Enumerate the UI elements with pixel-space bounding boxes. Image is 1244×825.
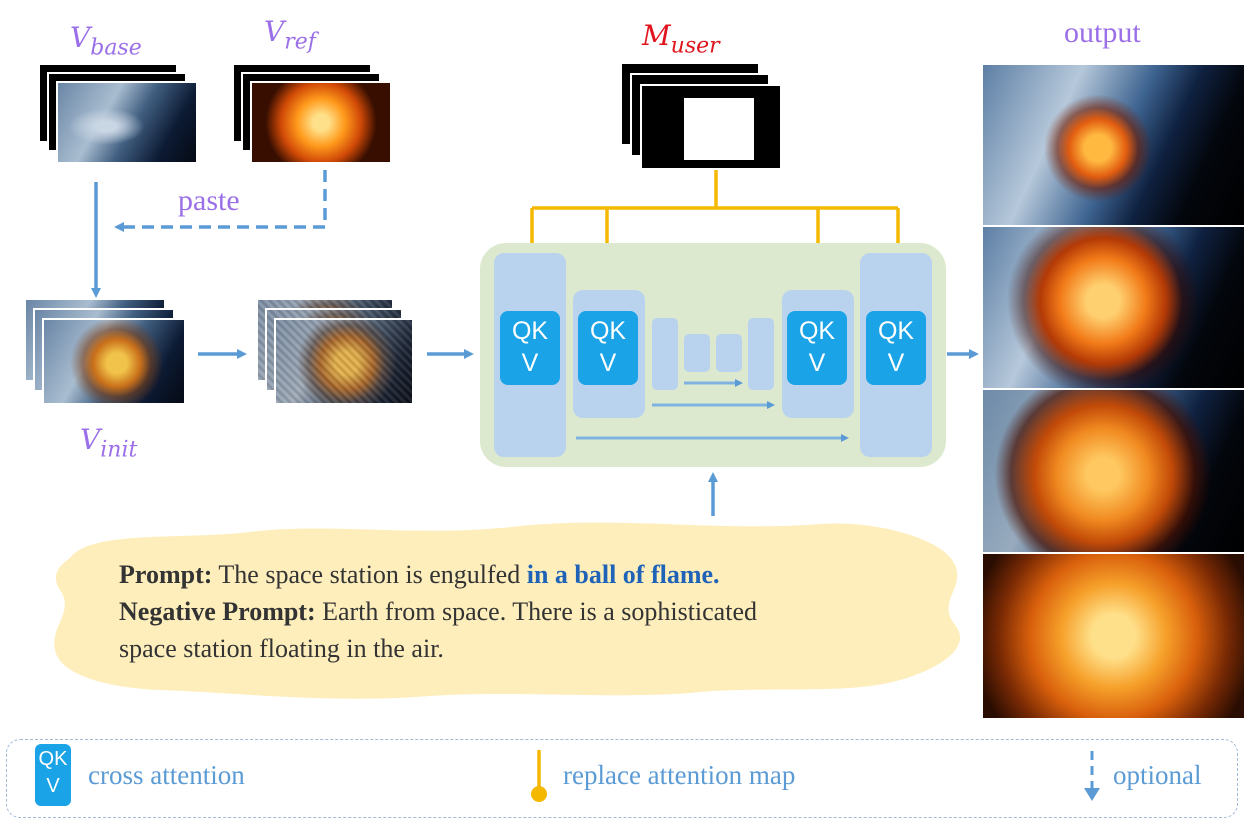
prompt-highlight: in a ball of flame.	[526, 560, 720, 589]
m-user-mask-stack	[620, 62, 782, 170]
replace-map-legend-icon	[531, 750, 547, 802]
legend-box	[6, 739, 1238, 818]
negative-prompt-line-2: space station floating in the air.	[119, 634, 444, 663]
output-frame-3	[983, 390, 1244, 552]
output-label: output	[1064, 16, 1141, 49]
v-init-label: Vinit	[80, 423, 138, 463]
paste-label: paste	[178, 184, 240, 217]
prompt-text-block: Prompt: The space station is engulfed in…	[119, 556, 949, 667]
negative-prompt-line: Negative Prompt: Earth from space. There…	[119, 593, 949, 630]
legend-optional: optional	[1113, 760, 1202, 790]
output-frame-2	[983, 227, 1244, 388]
unet-small-right-column	[748, 318, 774, 390]
prompt-text: The space station is engulfed	[218, 560, 521, 589]
unet-bottleneck-right	[716, 334, 742, 372]
unet-small-left-column	[652, 318, 678, 390]
prompt-line: Prompt: The space station is engulfed in…	[119, 556, 949, 593]
v-init-video-stack	[24, 298, 186, 406]
negative-prompt-text-1: Earth from space. There is a sophisticat…	[322, 597, 757, 626]
unet-bottleneck-left	[684, 334, 710, 372]
output-frame-1	[983, 65, 1244, 225]
legend-replace-attention-map: replace attention map	[563, 760, 796, 790]
v-ref-video-stack	[232, 63, 392, 165]
v-ref-label: Vref	[264, 15, 316, 55]
output-frame-4	[983, 554, 1244, 718]
prompt-cloud-shape	[54, 522, 960, 699]
noisy-latent-stack	[256, 298, 414, 406]
arrow-paste-dashed	[114, 170, 327, 232]
legend-cross-attention: cross attention	[88, 760, 245, 790]
v-base-video-stack	[38, 63, 198, 165]
v-base-label: Vbase	[70, 21, 142, 61]
negative-prompt-label: Negative Prompt:	[119, 597, 316, 626]
optional-dashed-arrow-icon	[1084, 751, 1100, 801]
prompt-label: Prompt:	[119, 560, 213, 589]
m-user-label: Muser	[642, 19, 720, 59]
